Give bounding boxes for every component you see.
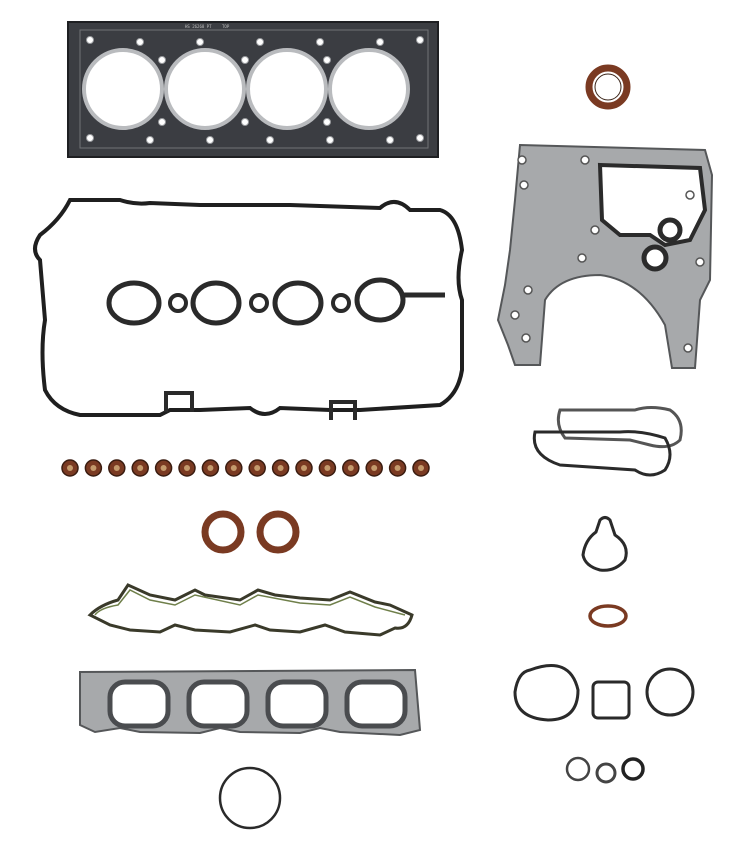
valve-stem-seals (61, 459, 430, 477)
bolt-hole (685, 190, 695, 200)
bolt-hole (523, 285, 533, 295)
front-oil-seals (201, 510, 300, 554)
valve-cover-gasket (33, 198, 465, 420)
valve-stem-seal (412, 459, 430, 477)
exhaust-port (107, 679, 171, 729)
crankshaft-seal-small (585, 64, 631, 110)
valve-stem-seal (365, 459, 383, 477)
valve-stem-seal (248, 459, 266, 477)
gasket-hole (416, 134, 424, 142)
valve-stem-seal (201, 459, 220, 477)
gasket-hole (158, 56, 166, 64)
valve-stem-seal (295, 459, 313, 477)
gasket-hole (416, 36, 424, 44)
gasket-hole (158, 118, 166, 126)
cylinder-bore (164, 48, 246, 130)
cylinder-bore (328, 48, 410, 130)
gasket-hole (241, 118, 249, 126)
valve-stem-seal (225, 459, 243, 477)
intake-manifold-gasket (87, 583, 414, 637)
timing-cover-gasket (496, 143, 714, 369)
gasket-hole (241, 56, 249, 64)
oil-cooler-gaskets (532, 406, 683, 477)
bolt-hole (683, 343, 693, 353)
gasket-hole (323, 118, 331, 126)
gasket-hole (316, 38, 324, 46)
bolt-hole (590, 225, 600, 235)
valve-stem-seal (84, 459, 103, 477)
gasket-hole (256, 38, 264, 46)
bolt-hole (580, 155, 590, 165)
valve-stem-seal (108, 459, 126, 477)
gasket-hole (206, 136, 214, 144)
bolt-hole (521, 333, 531, 343)
gasket-hole (146, 136, 154, 144)
head-gasket-top-mark: TOP (222, 24, 230, 29)
exhaust-manifold-gasket (79, 668, 422, 737)
gasket-hole (326, 136, 334, 144)
exhaust-port (265, 679, 329, 729)
valve-stem-seal (61, 459, 79, 477)
gasket-hole (266, 136, 274, 144)
valve-stem-seal (342, 459, 360, 477)
small-gaskets-right (513, 516, 695, 784)
bolt-hole (510, 310, 520, 320)
exhaust-port (344, 679, 408, 729)
gasket-hole (136, 38, 144, 46)
valve-stem-seal (154, 459, 173, 477)
gasket-hole (86, 134, 94, 142)
gasket-hole (323, 56, 331, 64)
valve-stem-seal (318, 459, 337, 477)
head-gasket-part-number: HS 26268 PT (185, 24, 212, 29)
bolt-hole (695, 257, 705, 267)
bolt-hole (519, 180, 529, 190)
valve-stem-seal (388, 459, 407, 477)
cylinder-head-gasket: HS 26268 PT TOP (67, 21, 439, 158)
cylinder-bore (246, 48, 328, 130)
valve-stem-seal (131, 459, 149, 477)
bolt-hole (517, 155, 527, 165)
valve-stem-seal (271, 459, 290, 477)
large-o-ring (218, 766, 282, 830)
gasket-hole (86, 36, 94, 44)
gasket-hole (386, 136, 394, 144)
cylinder-bore (82, 48, 164, 130)
gasket-hole (196, 38, 204, 46)
exhaust-port (186, 679, 250, 729)
bolt-hole (577, 253, 587, 263)
valve-stem-seal (178, 459, 196, 477)
gasket-hole (376, 38, 384, 46)
